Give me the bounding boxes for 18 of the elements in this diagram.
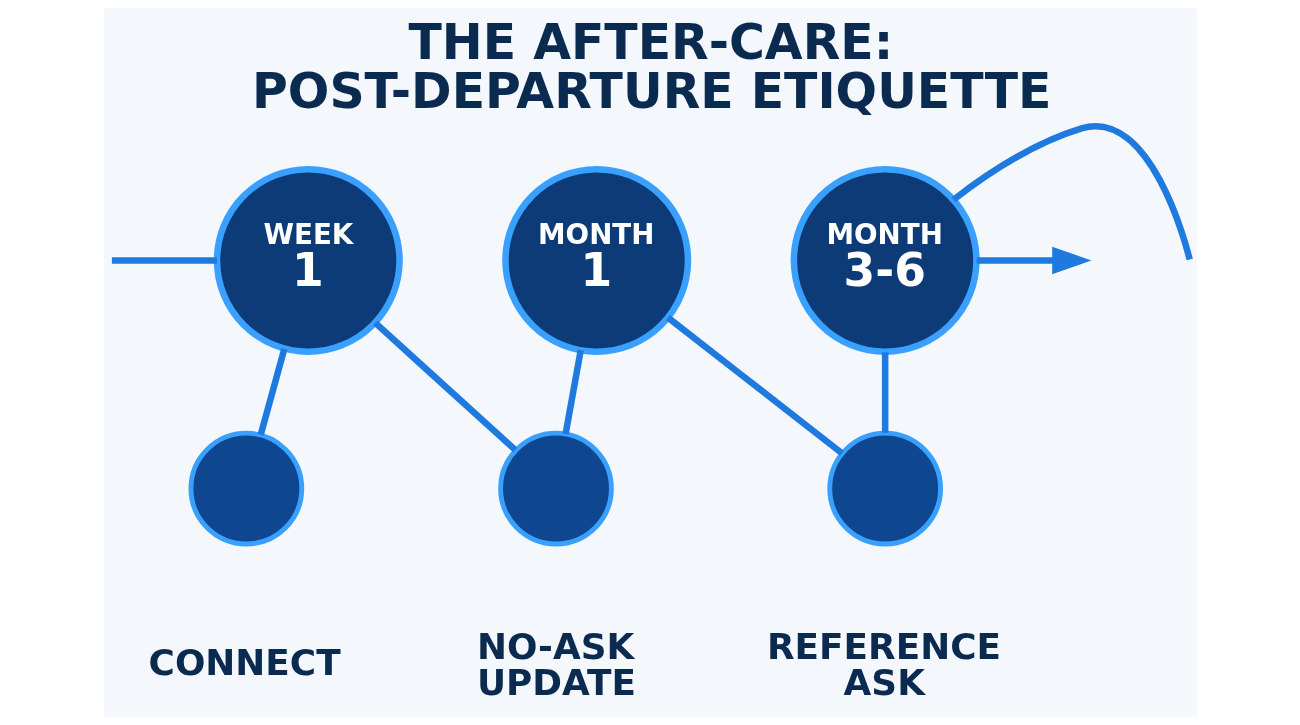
node-circle: MONTH 1	[501, 165, 691, 355]
connector	[111, 257, 217, 264]
arrow	[976, 246, 1091, 275]
connector	[372, 320, 517, 453]
node-circle	[188, 430, 304, 547]
node-circle	[497, 430, 614, 547]
node-label: REFERENCE ASK	[766, 626, 1001, 703]
node-label: CONNECT	[148, 642, 341, 684]
diagram-title: THE AFTER-CARE: POST-DEPARTURE ETIQUETTE	[251, 13, 1051, 120]
node-circle: MONTH 3-6	[790, 165, 980, 355]
connector	[561, 349, 584, 435]
node-circle: WEEK 1	[213, 165, 403, 355]
node-label: NO-ASK UPDATE	[476, 626, 636, 703]
node-circle	[826, 430, 943, 547]
connector	[881, 352, 888, 433]
connector	[665, 315, 844, 456]
connector	[257, 348, 287, 436]
connector	[951, 123, 1193, 261]
